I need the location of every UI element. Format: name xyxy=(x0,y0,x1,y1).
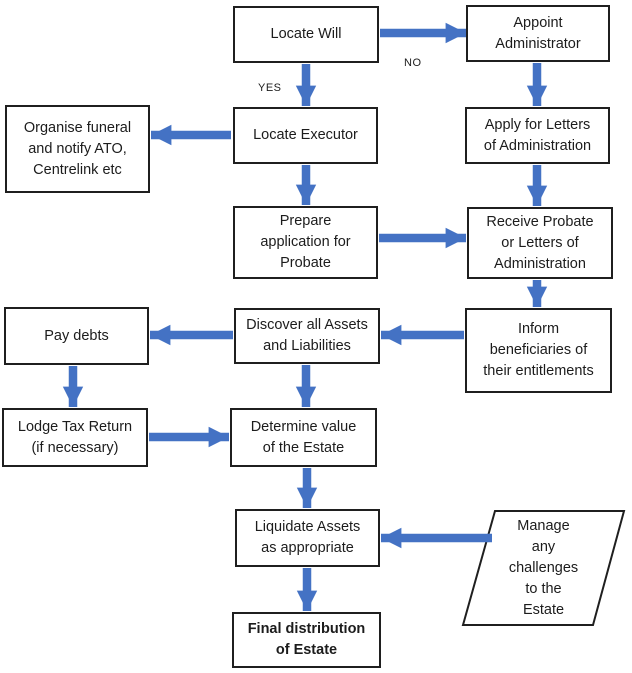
node-discover-assets: Discover all Assets and Liabilities xyxy=(234,308,380,364)
node-final-distribution: Final distribution of Estate xyxy=(232,612,381,668)
node-manage-challenges-label: Manage any challenges to the Estate xyxy=(508,517,579,618)
node-locate-will: Locate Will xyxy=(233,6,379,63)
node-receive-probate: Receive Probate or Letters of Administra… xyxy=(467,207,613,279)
node-locate-executor: Locate Executor xyxy=(233,107,378,164)
node-apply-letters: Apply for Letters of Administration xyxy=(465,107,610,164)
node-pay-debts: Pay debts xyxy=(4,307,149,365)
node-manage-challenges-shape xyxy=(461,510,626,626)
node-appoint-administrator: Appoint Administrator xyxy=(466,5,610,62)
node-prepare-application: Prepare application for Probate xyxy=(233,206,378,279)
node-determine-value: Determine value of the Estate xyxy=(230,408,377,467)
node-liquidate-assets: Liquidate Assets as appropriate xyxy=(235,509,380,567)
node-organise-funeral: Organise funeral and notify ATO, Centrel… xyxy=(5,105,150,193)
node-inform-beneficiaries: Inform beneficiaries of their entitlemen… xyxy=(465,308,612,393)
edge-label-yes: YES xyxy=(258,82,282,94)
node-lodge-tax: Lodge Tax Return (if necessary) xyxy=(2,408,148,467)
edge-label-no: NO xyxy=(404,57,422,69)
